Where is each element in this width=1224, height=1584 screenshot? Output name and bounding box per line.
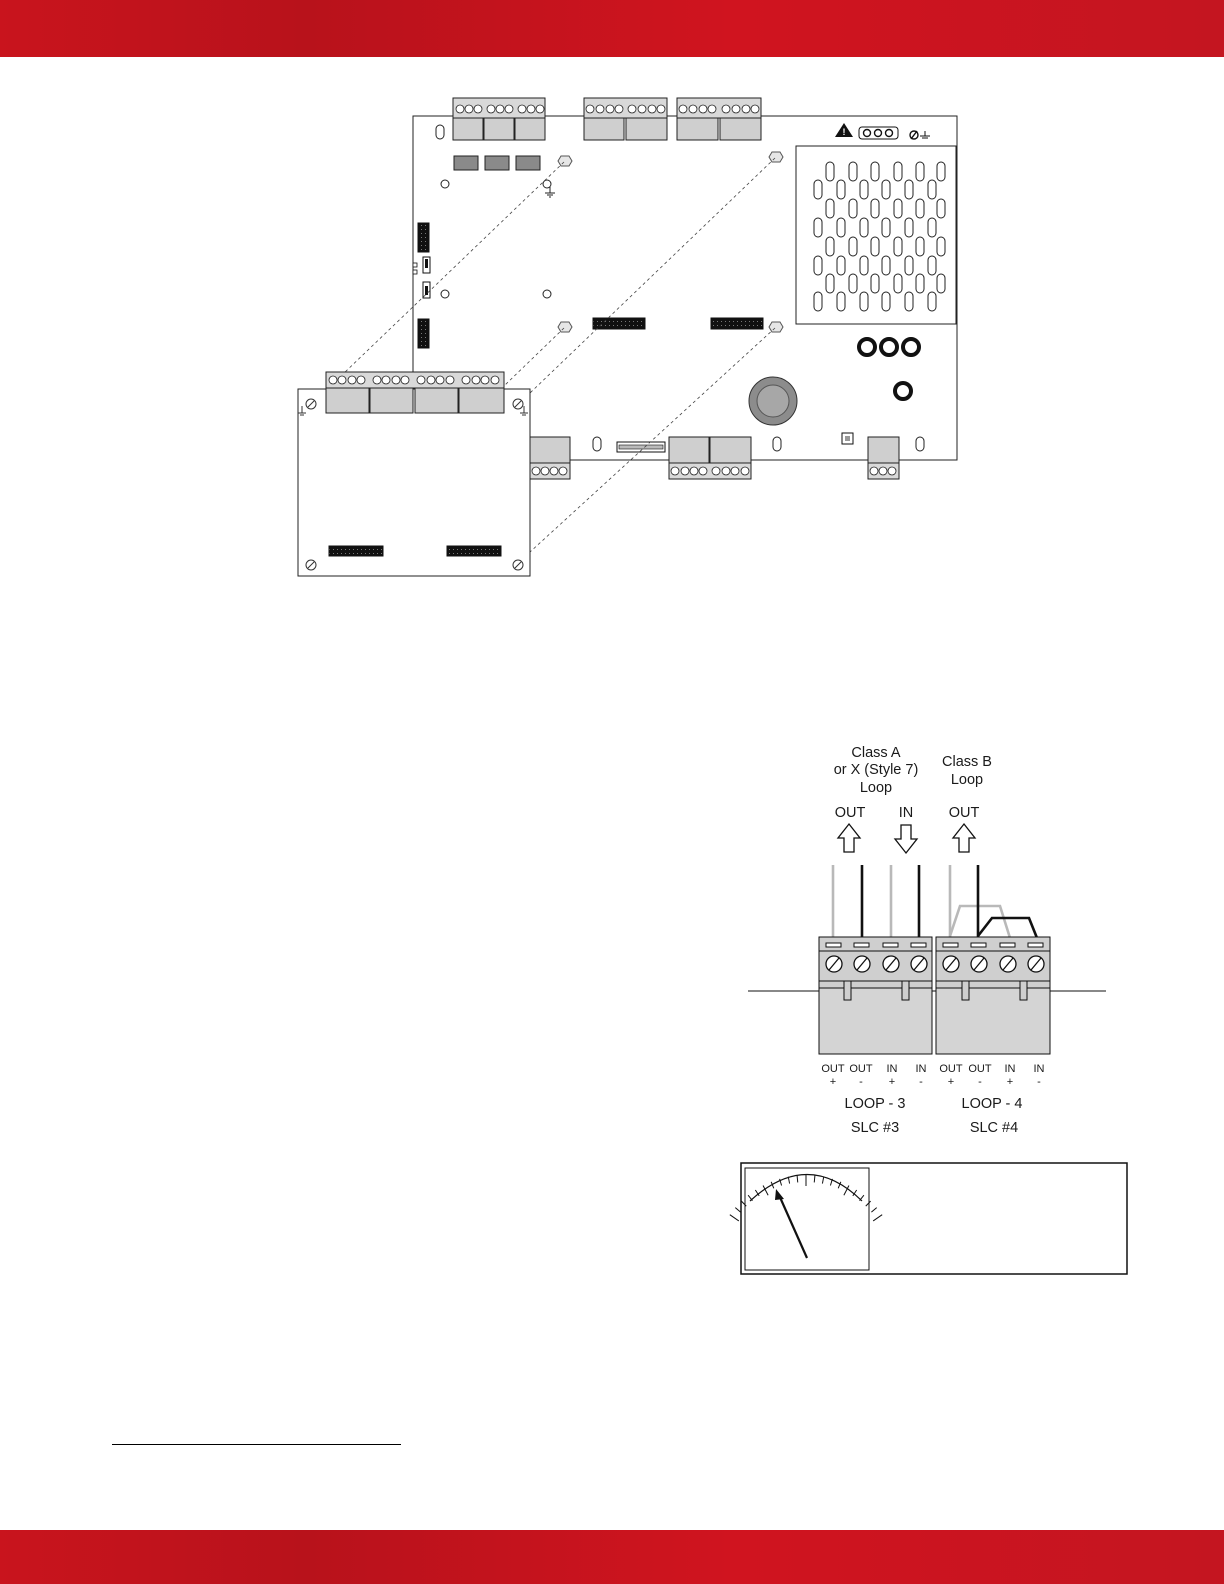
- expansion-module-board: [298, 372, 530, 576]
- meter-tick: [797, 1175, 798, 1182]
- out-arrow-up-icon: [838, 824, 860, 852]
- arrow-label-out-a: OUT: [835, 805, 866, 821]
- out-arrow-up-icon-b: [953, 824, 975, 852]
- svg-text:!: !: [843, 127, 846, 137]
- loop3-pin3-pol: +: [889, 1076, 895, 1088]
- class-b-label-1: Class B: [942, 754, 992, 770]
- slc-4-label: SLC #4: [970, 1120, 1018, 1136]
- slc-3-label: SLC #3: [851, 1120, 899, 1136]
- loop-3-connector: [819, 937, 932, 1054]
- loop4-pin4-name: IN: [1034, 1063, 1045, 1075]
- top-terminal-block-2: [584, 98, 667, 140]
- loop4-pin1-name: OUT: [939, 1063, 963, 1075]
- slc-wiring-diagram: Class A or X (Style 7) Loop Class B Loop…: [748, 745, 1106, 1136]
- loop-3-label: LOOP - 3: [845, 1096, 906, 1112]
- meter-tick: [735, 1208, 740, 1213]
- in-arrow-down-icon: [895, 825, 917, 853]
- class-b-label-2: Loop: [951, 772, 983, 788]
- footnote-rule: [112, 1444, 401, 1445]
- class-a-label-1: Class A: [851, 745, 900, 761]
- loop3-pin2-pol: -: [859, 1076, 863, 1088]
- loop4-pin4-pol: -: [1037, 1076, 1041, 1088]
- loop-4-connector: [936, 937, 1050, 1054]
- loop3-pin3-name: IN: [887, 1063, 898, 1075]
- class-a-label-2: or X (Style 7): [834, 762, 919, 778]
- meter-tick: [814, 1175, 815, 1182]
- top-terminal-block-1: [453, 98, 545, 140]
- loop3-pin4-name: IN: [916, 1063, 927, 1075]
- loop3-pin4-pol: -: [919, 1076, 923, 1088]
- loop4-pin2-pol: -: [978, 1076, 982, 1088]
- class-a-label-3: Loop: [860, 780, 892, 796]
- arrow-label-out-b: OUT: [949, 805, 980, 821]
- arrow-label-in-a: IN: [899, 805, 914, 821]
- loop4-pin1-pol: +: [948, 1076, 954, 1088]
- loop4-pin3-pol: +: [1007, 1076, 1013, 1088]
- loop3-pin2-name: OUT: [849, 1063, 873, 1075]
- meter-tick: [730, 1215, 739, 1221]
- meter-note-box: [730, 1163, 1127, 1274]
- loop3-pin1-name: OUT: [821, 1063, 845, 1075]
- loop4-pin3-name: IN: [1005, 1063, 1016, 1075]
- loop-4-label: LOOP - 4: [962, 1096, 1023, 1112]
- loop3-pin1-pol: +: [830, 1076, 836, 1088]
- loop4-pin2-name: OUT: [968, 1063, 992, 1075]
